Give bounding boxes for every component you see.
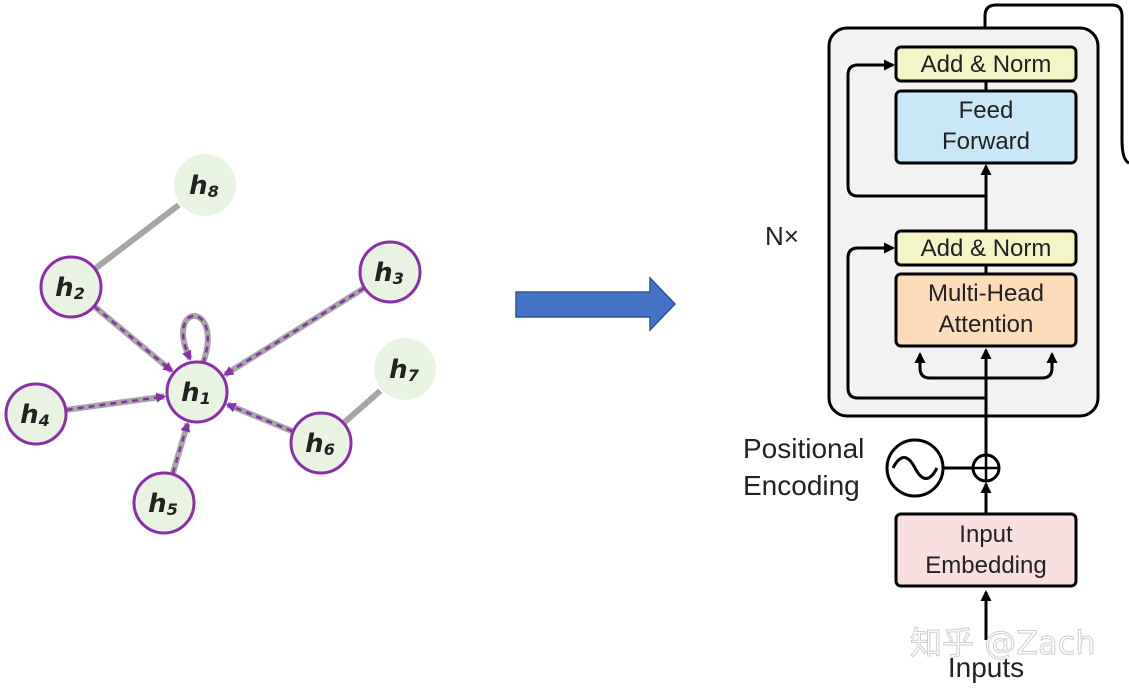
- transformer-encoder-diagram: Add & Norm Feed Forward Add & Norm Multi…: [743, 3, 1129, 683]
- node-h4: h4: [4, 382, 68, 446]
- decoder-connection-line: [983, 3, 1129, 165]
- node-h2: h2: [39, 255, 103, 319]
- mha-label-line2: Attention: [939, 311, 1034, 338]
- node-h1-label: h1: [181, 378, 211, 408]
- mha-label-line1: Multi-Head: [928, 280, 1044, 307]
- node-h3-label: h3: [374, 258, 404, 288]
- node-h7-circle: [374, 338, 436, 400]
- add-norm-bottom-label: Add & Norm: [921, 235, 1052, 262]
- node-h1: h1: [165, 360, 229, 424]
- graph-edges: [66, 202, 383, 475]
- feed-forward-label-line1: Feed: [959, 97, 1014, 124]
- graph-nodes: h1 h2 h3 h4 h5 h6 h7 h8: [4, 154, 436, 535]
- node-h3: h3: [358, 240, 422, 304]
- node-h7: h7: [374, 338, 436, 400]
- node-h6-label: h6: [305, 429, 335, 459]
- encoder-layer-container: [827, 26, 1100, 418]
- node-h1-circle: [165, 360, 229, 424]
- add-norm-bottom-block: [894, 229, 1078, 267]
- repeat-count-label: N×: [765, 221, 799, 251]
- add-norm-top-block: [894, 45, 1078, 83]
- node-h4-circle: [4, 382, 68, 446]
- edge-h4-h1: [66, 392, 167, 412]
- watermark-text: 知乎 @Zach: [910, 624, 1096, 662]
- mha-branch-left: [914, 352, 986, 380]
- node-h5-label: h5: [148, 489, 178, 519]
- attention-graph: h1 h2 h3 h4 h5 h6 h7 h8: [4, 154, 436, 535]
- edge-h2-h1: [94, 305, 174, 373]
- feed-forward-label-line2: Forward: [942, 128, 1030, 155]
- add-circle-icon: [971, 453, 1001, 483]
- sine-wave-icon: [885, 438, 945, 498]
- positional-encoding-label-line2: Encoding: [743, 470, 860, 501]
- transform-arrow-icon: [515, 276, 677, 332]
- node-h8-circle: [174, 154, 236, 216]
- node-h4-label: h4: [20, 400, 50, 430]
- add-norm-top-label: Add & Norm: [921, 51, 1052, 78]
- edge-h6-h1: [225, 402, 293, 433]
- input-embedding-block: [894, 512, 1078, 588]
- node-h8-label: h8: [189, 171, 219, 201]
- mha-branch-right: [986, 352, 1058, 380]
- node-h3-circle: [358, 240, 422, 304]
- edge-h3-h1: [223, 287, 365, 376]
- input-embedding-label-line1: Input: [959, 521, 1013, 548]
- edge-h2-h8: [93, 202, 181, 271]
- node-h2-label: h2: [55, 273, 85, 303]
- node-h5-circle: [132, 471, 196, 535]
- node-h8: h8: [174, 154, 236, 216]
- input-embedding-label-line2: Embedding: [925, 552, 1046, 579]
- edge-h6-h7: [342, 388, 383, 425]
- positional-encoding-label-line1: Positional: [743, 433, 864, 464]
- node-h6-circle: [289, 411, 353, 475]
- node-h5: h5: [132, 471, 196, 535]
- node-h7-label: h7: [389, 355, 420, 385]
- feed-forward-block: [894, 89, 1078, 165]
- inputs-label: Inputs: [948, 652, 1024, 683]
- residual-connection-bottom: [846, 242, 986, 400]
- residual-connection-top: [846, 59, 986, 198]
- edge-h5-h1: [171, 421, 191, 474]
- node-h6: h6: [289, 411, 353, 475]
- edge-h1-h1-base: [180, 313, 211, 365]
- node-h2-circle: [39, 255, 103, 319]
- multi-head-attention-block: [894, 272, 1078, 348]
